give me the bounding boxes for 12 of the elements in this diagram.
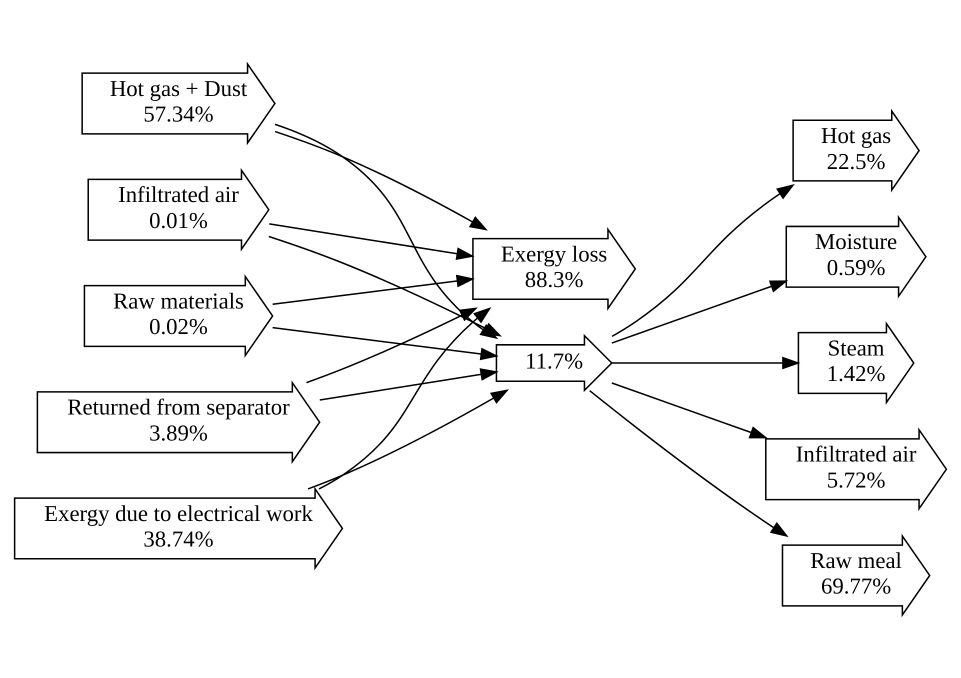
arrow [612,356,800,369]
arrow [612,184,795,337]
arrow [269,222,475,260]
arrow [272,326,499,360]
arrow [320,368,499,400]
arrow [272,274,475,305]
arrow [308,388,509,490]
arrow [612,382,768,438]
arrow [589,390,789,537]
arrow [274,130,488,230]
arrow [274,123,498,339]
arrow [612,280,788,344]
